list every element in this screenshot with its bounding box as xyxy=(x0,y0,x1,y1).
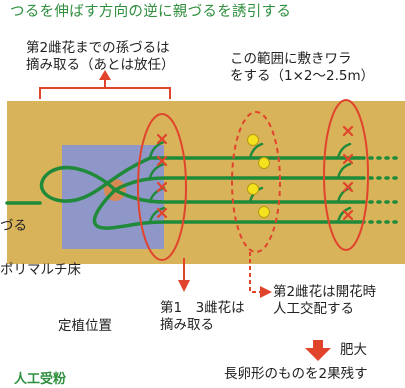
second-flower-note-1: 第2雌花は開花時 xyxy=(273,284,377,300)
pollinated-flowers xyxy=(247,134,270,218)
diagram-title: つるを伸ばす方向の逆に親づるを誘引する xyxy=(10,4,292,20)
flower xyxy=(247,134,259,146)
enlarge-arrow xyxy=(305,340,331,361)
straw-note-2: をする（1×2〜2.5m） xyxy=(230,68,375,84)
mulch-bed-label: ポリマルチ床 xyxy=(0,262,81,278)
keep-two-note: 長卵形のものを2果残す xyxy=(224,366,368,382)
remove-grandchild-note-1: 第2雌花までの孫づるは xyxy=(26,40,170,56)
remove-grandchild-note-2: 摘み取る（あとは放任） xyxy=(26,57,175,73)
vine-3 xyxy=(113,188,362,204)
planting-position-label: 定植位置 xyxy=(58,318,112,334)
first-third-note-2: 摘み取る xyxy=(160,317,214,333)
removed-flower-marks xyxy=(156,125,354,221)
bottom-heading: 人工受粉 xyxy=(14,372,67,387)
end-flower-loop xyxy=(323,99,369,251)
enlarge-label: 肥大 xyxy=(340,342,367,358)
side-shoots xyxy=(148,140,352,224)
flower xyxy=(247,183,259,195)
flower xyxy=(258,206,270,218)
first-third-note-1: 第1 3雌花は xyxy=(160,300,245,316)
flower xyxy=(258,157,270,169)
straw-note-1: この範囲に敷きワラ xyxy=(230,51,352,67)
parent-vine-loop xyxy=(39,156,362,203)
parent-vine-label: づる xyxy=(0,218,27,234)
first-third-flower-loop xyxy=(137,113,187,261)
second-flower-note-2: 人工交配する xyxy=(273,301,354,317)
second-flower-loop xyxy=(231,111,281,253)
vine-2 xyxy=(113,176,362,192)
grandchild-bracket xyxy=(39,87,171,99)
